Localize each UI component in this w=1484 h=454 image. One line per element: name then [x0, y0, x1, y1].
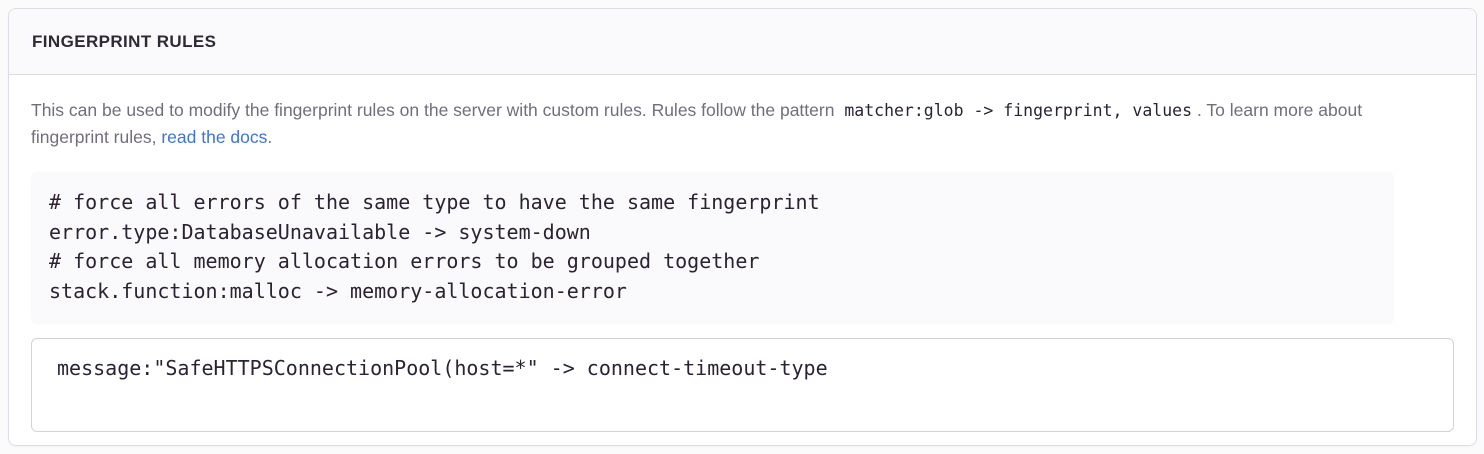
- panel-body: This can be used to modify the fingerpri…: [9, 75, 1476, 432]
- fingerprint-rules-panel: FINGERPRINT RULES This can be used to mo…: [8, 8, 1477, 446]
- description-text-after-code: . To learn more about fingerprint rules,: [31, 100, 1363, 147]
- description-text-before-code: This can be used to modify the fingerpri…: [31, 100, 835, 120]
- panel-title: FINGERPRINT RULES: [32, 31, 217, 51]
- example-code-block: # force all errors of the same type to h…: [31, 172, 1394, 324]
- inline-code-pattern: matcher:glob -> fingerprint, values: [844, 101, 1193, 120]
- fingerprint-rules-input[interactable]: message:"SafeHTTPSConnectionPool(host=*"…: [31, 338, 1454, 432]
- read-the-docs-link[interactable]: read the docs: [161, 127, 268, 147]
- description-text-after-link: .: [267, 127, 273, 147]
- panel-description: This can be used to modify the fingerpri…: [31, 97, 1381, 151]
- panel-header: FINGERPRINT RULES: [9, 9, 1476, 75]
